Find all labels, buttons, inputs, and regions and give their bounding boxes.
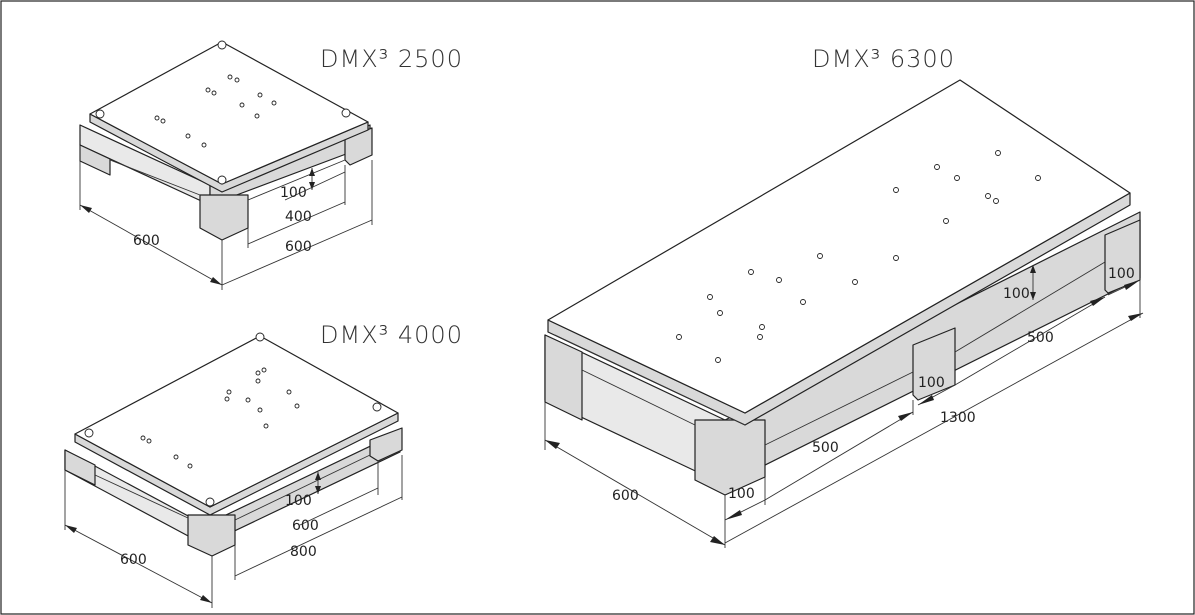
dim-6300-span-a: 500 [1027, 330, 1054, 346]
dim-2500-height: 100 [280, 185, 307, 201]
dim-6300-foot-a: 100 [1108, 266, 1135, 282]
dim-6300-width: 600 [612, 488, 639, 504]
dim-2500-inner: 400 [285, 209, 312, 225]
dim-6300-foot-b: 100 [728, 486, 755, 502]
top-plate [74, 335, 399, 508]
foot-middle [912, 327, 956, 401]
dim-2500-width: 600 [133, 233, 160, 249]
foot-left [544, 334, 583, 421]
dim-4000-length: 800 [290, 544, 317, 560]
pallet-dmx2500 [79, 40, 373, 290]
foot-left [64, 449, 96, 486]
dim-6300-length: 1300 [940, 410, 976, 426]
dim-6300-span-b: 500 [812, 440, 839, 456]
dim-4000-width: 600 [120, 552, 147, 568]
foot-right [1104, 219, 1141, 294]
top-plate [89, 41, 369, 185]
title-dmx4000: DMX³ 4000 [320, 321, 463, 349]
pallet-dmx4000 [64, 332, 403, 608]
top-plate [547, 79, 1131, 414]
dim-6300-height-a: 100 [1003, 286, 1030, 302]
foot-right [369, 427, 403, 462]
dim-6300-height-b: 100 [918, 375, 945, 391]
dim-4000-height: 100 [285, 493, 312, 509]
foot-front [187, 514, 236, 557]
title-dmx6300: DMX³ 6300 [812, 45, 955, 73]
dim-2500-length: 600 [285, 239, 312, 255]
pallet-dmx6300 [544, 79, 1144, 548]
dim-4000-inner: 600 [292, 518, 319, 534]
title-dmx2500: DMX³ 2500 [320, 45, 463, 73]
foot-front [199, 194, 249, 241]
